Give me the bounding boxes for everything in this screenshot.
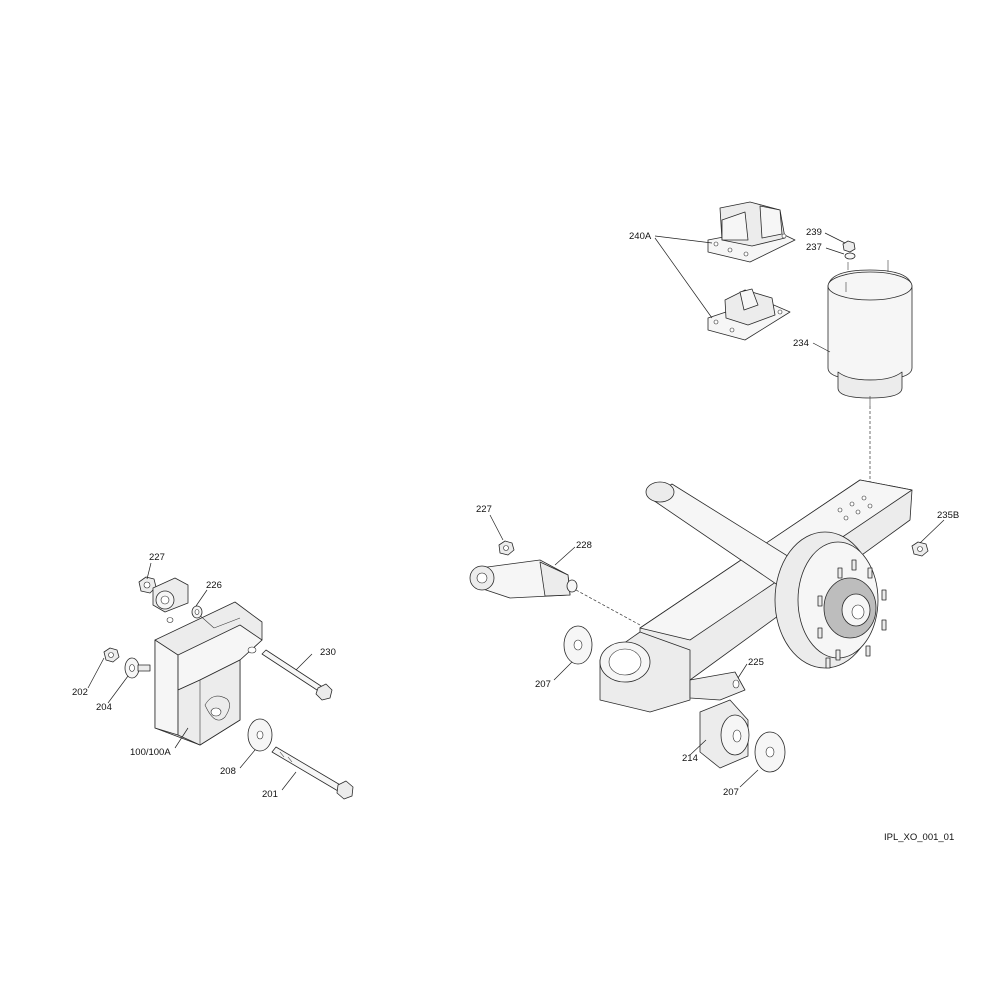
callout-100-100A: 100/100A (130, 747, 171, 758)
nut-202 (103, 647, 120, 663)
brake-drum (774, 531, 879, 669)
callout-235B: 235B (937, 510, 959, 521)
hanger-bracket (154, 601, 263, 746)
callout-234: 234 (793, 338, 809, 349)
callout-204: 204 (96, 702, 112, 713)
callout-202: 202 (72, 687, 88, 698)
nut-239 (842, 240, 856, 253)
callout-240A: 240A (629, 231, 652, 242)
washer-204 (124, 657, 151, 679)
shock-mount-line (575, 589, 641, 626)
pivot-eye (599, 631, 691, 713)
callout-214: 214 (682, 753, 698, 764)
callout-227-right: 227 (476, 504, 492, 515)
callout-230: 230 (320, 647, 336, 658)
washer-207-upper (563, 625, 593, 665)
callout-208: 208 (220, 766, 236, 777)
callout-labels: 227 226 202 204 230 100/100A 208 201 240… (72, 227, 959, 800)
washer-237 (844, 252, 856, 270)
frame-bracket-lower (707, 288, 791, 341)
shock-absorber-228 (469, 559, 578, 599)
bracket-225 (689, 671, 746, 701)
callout-207-upper: 207 (535, 679, 551, 690)
hanger-bracket-assembly (103, 576, 354, 800)
leader-lines (87, 232, 945, 791)
frame-bracket-upper (707, 201, 796, 263)
drawing-id: IPL_XO_001_01 (884, 832, 954, 843)
nut-227-right (498, 540, 515, 556)
axle-tube (645, 481, 811, 591)
nut-227-left (138, 576, 157, 594)
nut-235B (911, 541, 929, 557)
washer-208 (247, 718, 273, 752)
callout-237: 237 (806, 242, 822, 253)
bushing-214 (699, 699, 750, 769)
bolt-230 (261, 649, 333, 701)
callout-227-left: 227 (149, 552, 165, 563)
callout-239: 239 (806, 227, 822, 238)
axle-assembly (469, 201, 929, 773)
callout-207-lower: 207 (723, 787, 739, 798)
bolt-201 (271, 746, 354, 800)
callout-201: 201 (262, 789, 278, 800)
air-spring-234 (827, 260, 913, 406)
callout-228: 228 (576, 540, 592, 551)
washer-207-lower (754, 731, 786, 773)
bushing-226 (152, 577, 203, 619)
callout-225: 225 (748, 657, 764, 668)
wheel-studs (817, 559, 887, 669)
callout-226: 226 (206, 580, 222, 591)
